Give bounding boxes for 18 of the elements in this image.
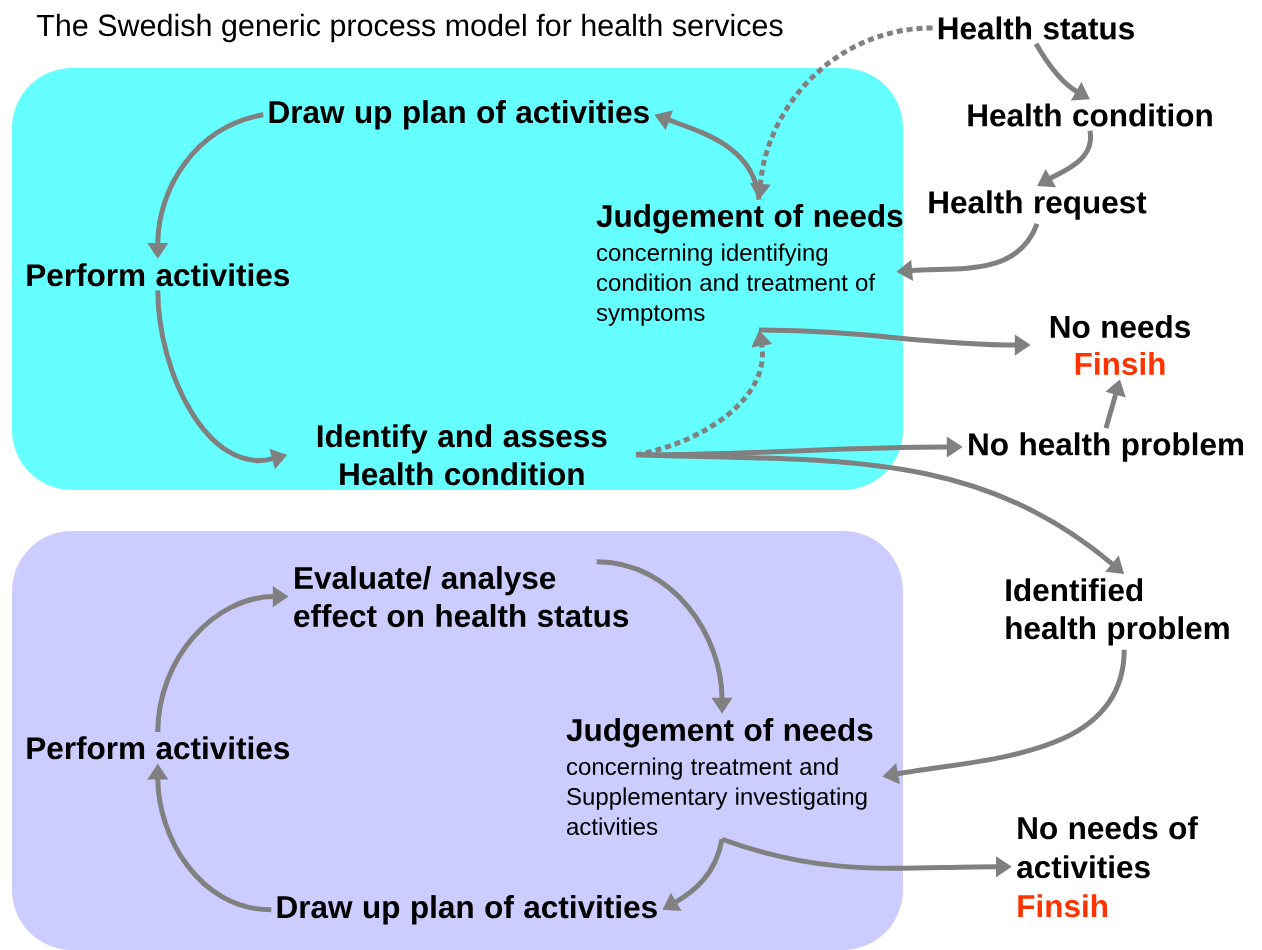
step-label: No needs Finsih [1050,314,1190,376]
step-label: Draw up plan of activities [269,100,649,130]
step-label: Evaluate/ analyse effect on health status [294,566,629,628]
step-label: No needs of activities Finsih [1017,816,1198,918]
step-label: Judgement of needs concerning treatment and Supplementary investigating activities [566,718,873,836]
rounded-panel [12,68,903,490]
step-label: Health condition [968,103,1212,127]
step-label: No health problem [969,432,1243,462]
step-label: Health request [929,190,1147,220]
step-label: Perform activities [27,263,289,287]
step-label: Perform activities [27,736,289,760]
step-label: Identified health problem [1006,578,1229,646]
rounded-panel [12,531,903,950]
title: The Swedish generic process model for health services [36,13,783,43]
step-label: Health status [938,16,1134,40]
step-label: Identify and assess Health condition [317,424,607,486]
step-label: Judgement of needs concerning identifying condition and treatment of symptoms [596,204,903,326]
step-label: Draw up plan of activities [277,895,657,925]
